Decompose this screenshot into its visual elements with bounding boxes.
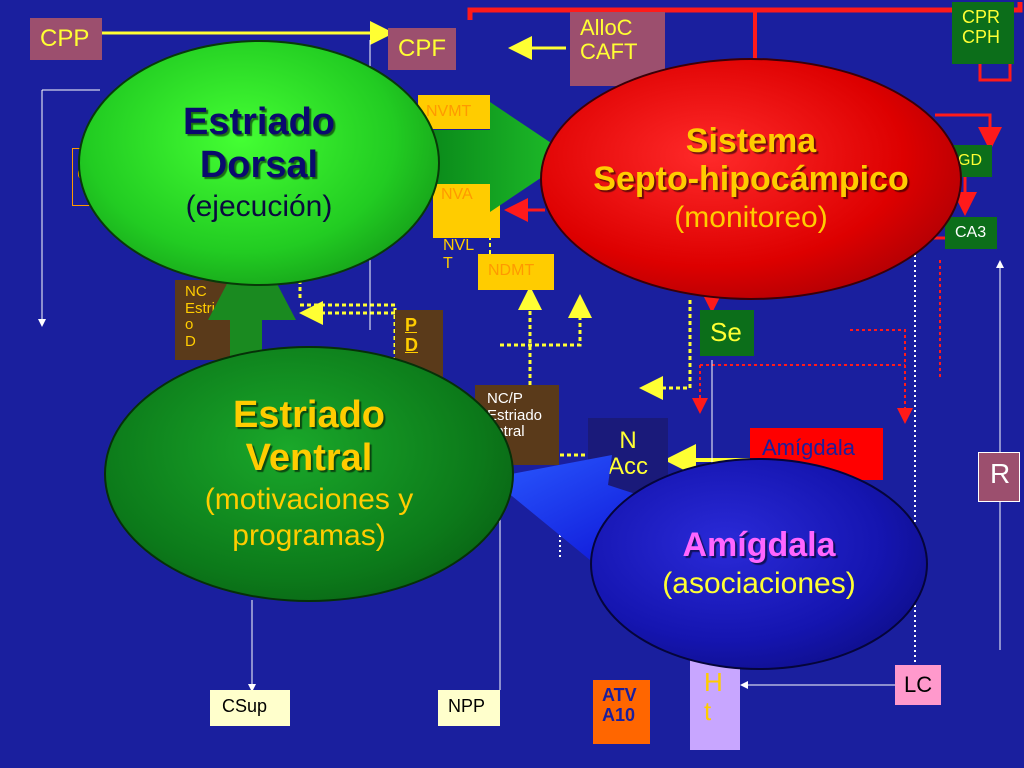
septo-hipocampico-subtitle: (monitoreo)	[674, 201, 828, 235]
npp-node: NPP	[438, 690, 500, 726]
nva-label: NVA	[441, 186, 473, 203]
ndmt-node: NDMT	[478, 254, 554, 290]
lc-label: LC	[904, 672, 933, 697]
lc-node: LC	[895, 665, 941, 705]
dorsal-to-septo-arrow	[430, 102, 572, 212]
se-node: Se	[700, 310, 754, 356]
csup-label: CSup	[222, 696, 268, 716]
cpr-node: CPR CPH	[952, 2, 1014, 64]
septo-hipocampico-title: Sistema Septo-hipocámpico	[593, 121, 909, 198]
estriado-dorsal-title: Estriado Dorsal	[182, 101, 336, 186]
amigdala-title: Amígdala	[682, 525, 836, 564]
estriado-dorsal-oval: Estriado Dorsal (ejecución)	[78, 40, 440, 286]
estriado-dorsal-subtitle: (ejecución)	[185, 189, 333, 223]
amigdala-oval: Amígdala (asociaciones)	[590, 458, 928, 670]
r-label: R	[990, 458, 1011, 489]
alloc-label: AlloC CAFT	[580, 15, 638, 65]
amigdala-box-label: Amígdala	[762, 435, 855, 460]
r-node: R	[978, 452, 1020, 502]
nva-node: NVA	[433, 180, 500, 238]
septo-hipocampico-oval: Sistema Septo-hipocámpico (monitoreo)	[540, 58, 962, 300]
ca3-label: CA3	[955, 224, 987, 241]
estriado-ventral-title: Estriado Ventral	[232, 394, 386, 479]
ndmt-label: NDMT	[488, 262, 535, 279]
nvlt-node: NVL T	[433, 235, 481, 281]
ca3-node: CA3	[945, 217, 997, 249]
cpf-label: CPF	[398, 35, 446, 62]
ventral-to-dorsal-arrow	[208, 236, 296, 370]
nacc-label: N Acc	[607, 427, 648, 481]
cpp-node: CPP	[30, 18, 102, 60]
se-label: Se	[710, 317, 742, 347]
estriado-ventral-subtitle: (motivaciones y programas)	[204, 482, 414, 552]
atv-label: ATV A10	[602, 685, 637, 725]
npp-label: NPP	[448, 696, 486, 716]
cpf-node: CPF	[388, 28, 456, 70]
estriado-ventral-oval: Estriado Ventral (motivaciones y program…	[104, 346, 514, 602]
nvmt-label: NVMT	[426, 103, 472, 120]
atv-node: ATV A10	[593, 680, 650, 744]
gd-label: GD	[958, 152, 982, 169]
cpr-label: CPR CPH	[962, 7, 1001, 47]
amigdala-subtitle: (asociaciones)	[662, 567, 856, 601]
csup-node: CSup	[210, 690, 290, 726]
pd-label: P D	[405, 315, 418, 355]
cpp-label: CPP	[40, 25, 90, 52]
nvlt-label: NVL T	[443, 237, 475, 272]
ht-label: H t	[704, 667, 723, 726]
